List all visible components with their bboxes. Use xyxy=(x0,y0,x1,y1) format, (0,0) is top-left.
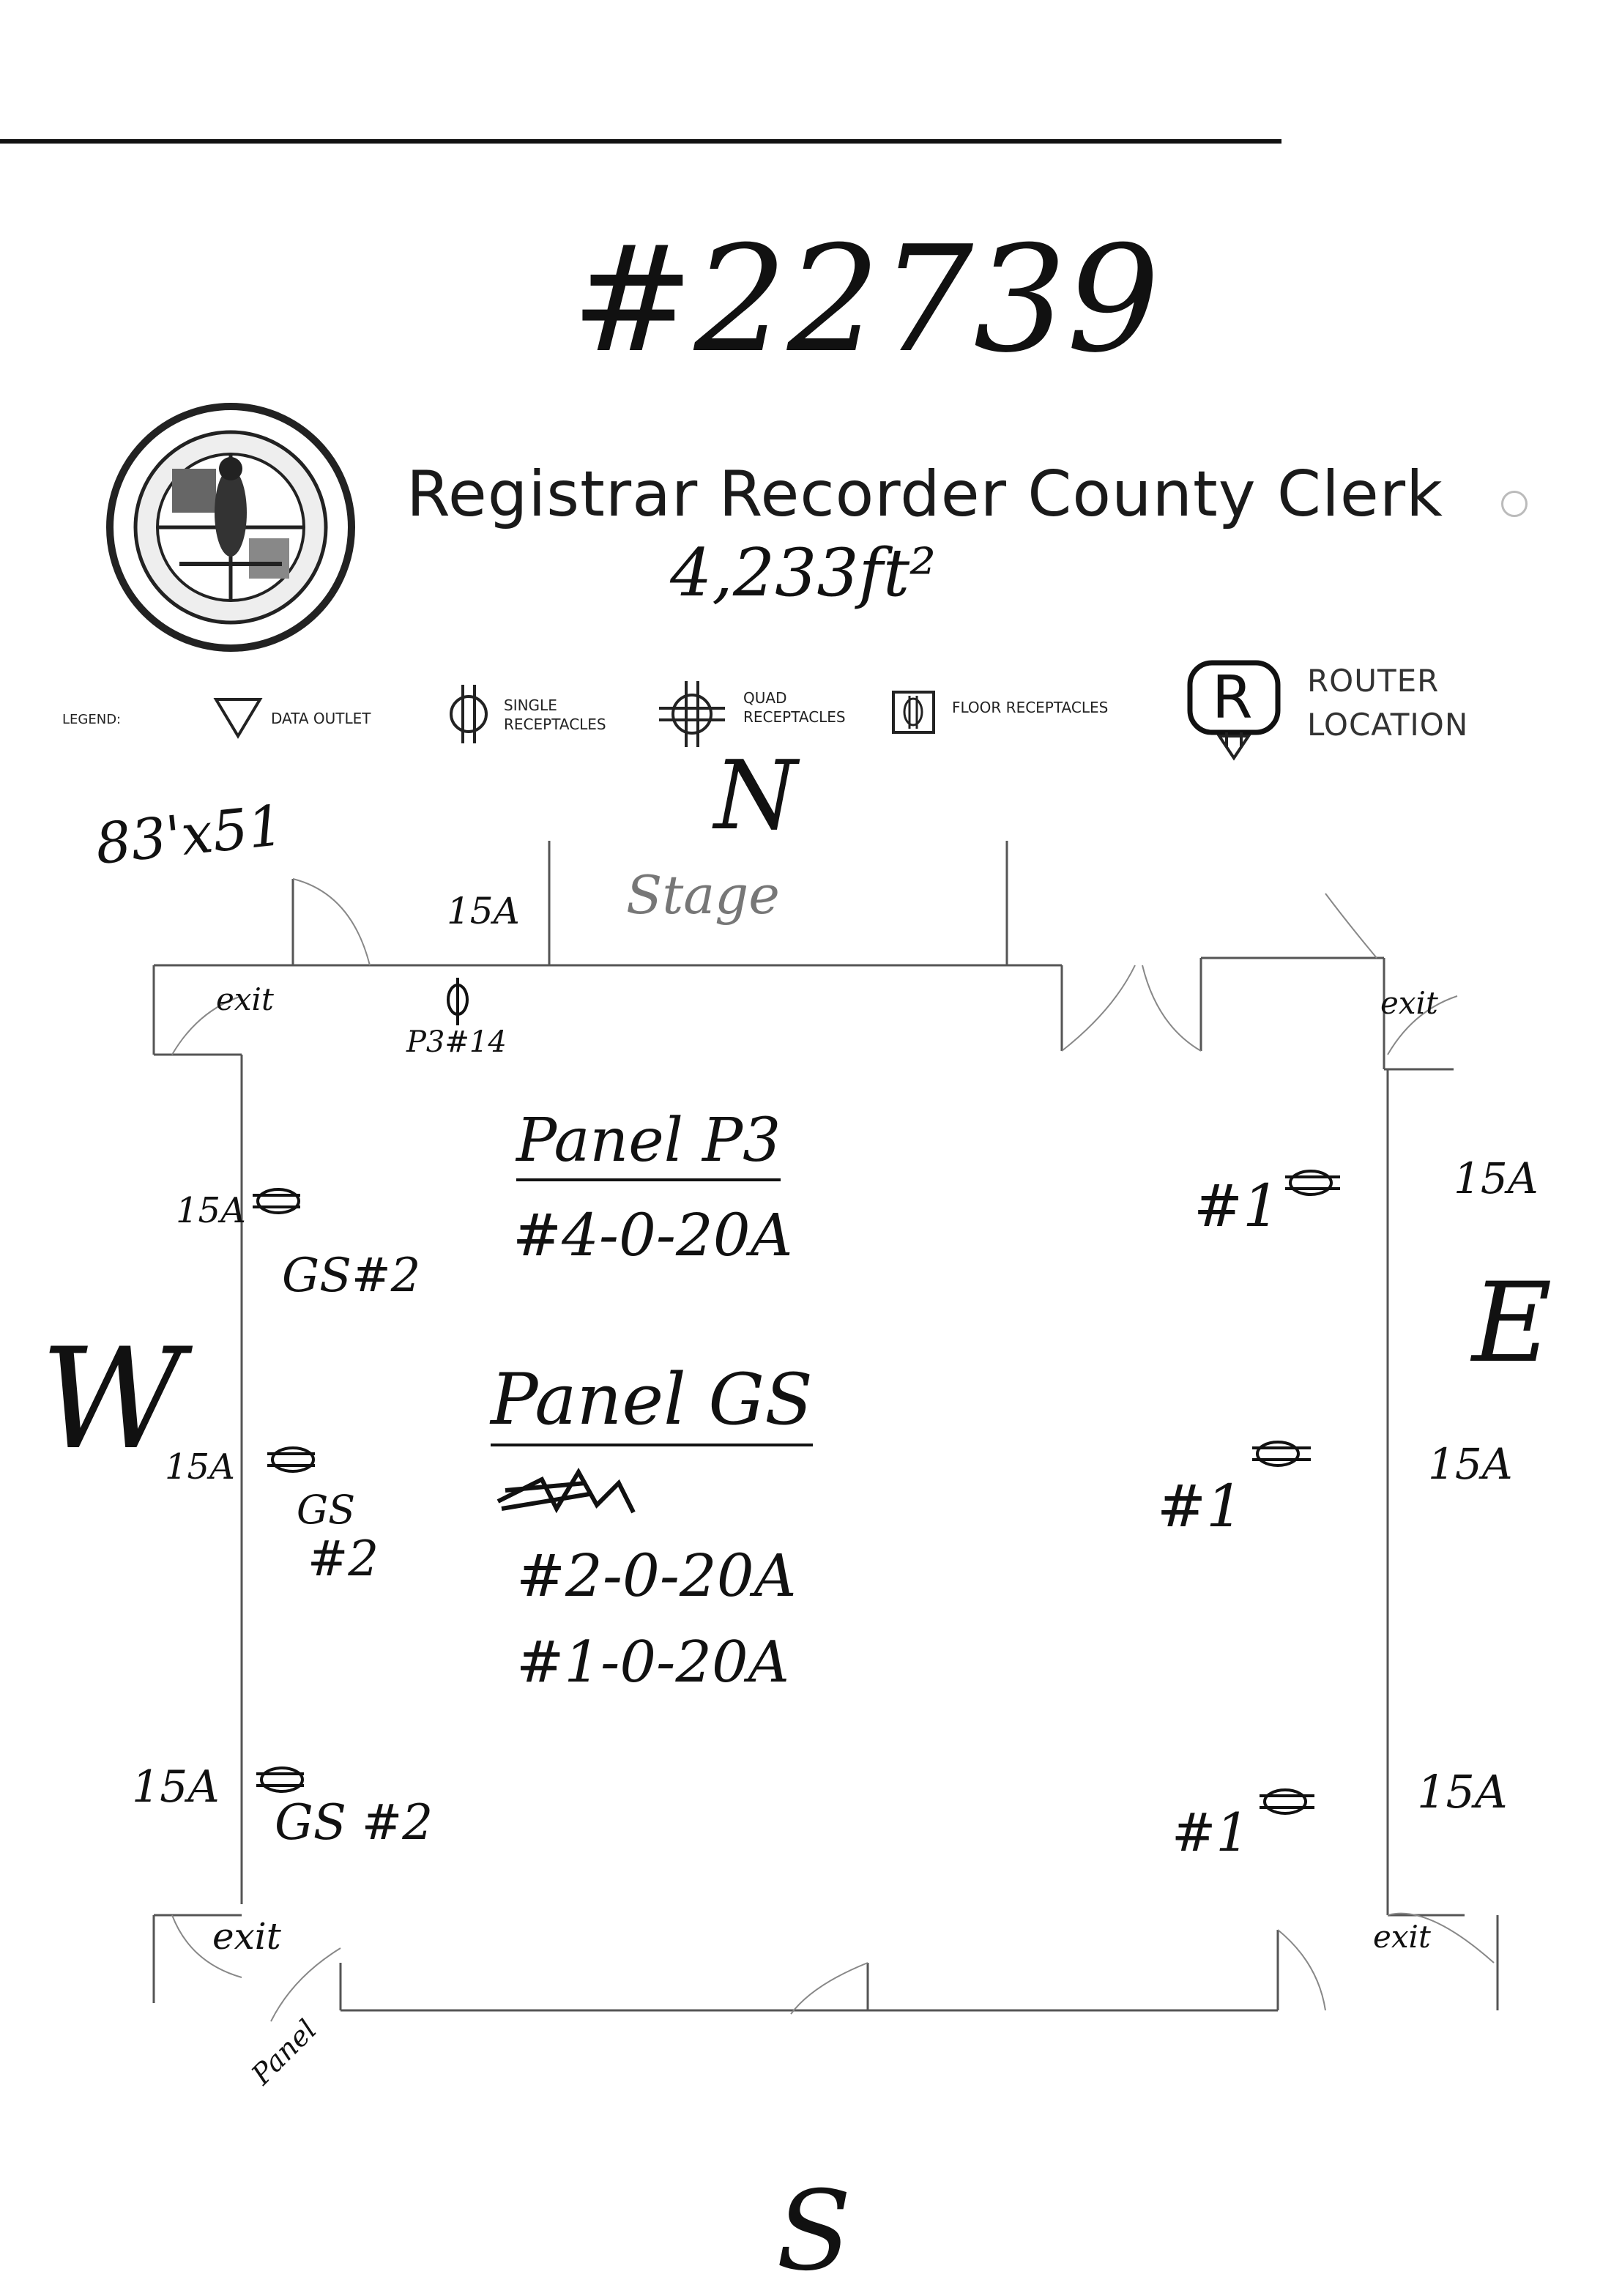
floor-receptacle-icon xyxy=(892,691,935,734)
title-mark-icon xyxy=(1501,491,1528,517)
legend-single-receptacles: SINGLE RECEPTACLES xyxy=(504,696,606,733)
east-outlet-2-circuit: #1 xyxy=(1157,1472,1243,1540)
panel-location-label: Panel xyxy=(245,2013,323,2091)
document-id: #22739 xyxy=(571,215,1160,385)
panel-p3-title: Panel P3 xyxy=(516,1106,781,1181)
single-receptacle-icon xyxy=(450,685,488,743)
west-receptacle-1 xyxy=(253,1188,300,1214)
west-outlet-3-amps: 15A xyxy=(132,1761,220,1813)
exit-label-bottom-left: exit xyxy=(212,1915,281,1958)
compass-south: S xyxy=(776,2168,852,2295)
west-receptacle-2 xyxy=(267,1446,315,1473)
exit-label-bottom-right: exit xyxy=(1373,1919,1431,1955)
east-outlet-1-amps: 15A xyxy=(1454,1153,1539,1203)
west-outlet-2-circuit-b: #2 xyxy=(308,1531,379,1587)
top-receptacle-circuit: P3#14 xyxy=(406,1025,507,1059)
compass-north: N xyxy=(714,740,797,851)
stage-outlet-amps: 15A xyxy=(447,890,520,932)
legend-router-location: ROUTER LOCATION xyxy=(1307,663,1469,743)
compass-east: E xyxy=(1472,1260,1552,1387)
area-label: 4,233ft² xyxy=(670,535,937,612)
west-outlet-1-amps: 15A xyxy=(176,1190,246,1231)
compass-west: W xyxy=(40,1318,184,1480)
east-outlet-2-amps: 15A xyxy=(1428,1439,1513,1489)
west-outlet-3-circuit: GS #2 xyxy=(275,1794,434,1851)
panel-gs-title: Panel GS xyxy=(491,1359,813,1446)
east-receptacle-1 xyxy=(1285,1170,1340,1196)
legend-floor-receptacles: FLOOR RECEPTACLES xyxy=(952,699,1109,716)
quad-receptacle-icon xyxy=(659,681,725,747)
stage-label: Stage xyxy=(626,864,780,926)
west-outlet-1-circuit: GS#2 xyxy=(282,1249,421,1303)
panel-p3-circuit: #4-0-20A xyxy=(513,1201,793,1269)
east-outlet-3-amps: 15A xyxy=(1417,1765,1508,1818)
east-receptacle-2 xyxy=(1252,1441,1311,1467)
room-dimensions: 83'x51 xyxy=(92,792,287,877)
top-border-line xyxy=(0,139,1281,144)
west-outlet-2-circuit-a: GS xyxy=(297,1487,356,1533)
west-receptacle-3 xyxy=(256,1766,304,1793)
legend-quad-receptacles: QUAD RECEPTACLES xyxy=(743,689,846,726)
single-receptacle-top xyxy=(447,978,469,1025)
exit-label-top-left: exit xyxy=(216,981,274,1017)
legend-label: LEGEND: xyxy=(62,712,122,727)
page-title: Registrar Recorder County Clerk xyxy=(406,458,1443,531)
panel-gs-circuit-1: #2-0-20A xyxy=(516,1542,797,1610)
west-outlet-2-amps: 15A xyxy=(165,1446,235,1487)
east-outlet-1-circuit: #1 xyxy=(1194,1172,1280,1240)
panel-gs-circuit-2: #1-0-20A xyxy=(516,1630,789,1695)
exit-label-top-right: exit xyxy=(1380,985,1438,1021)
data-outlet-icon xyxy=(213,698,263,739)
router-letter: R xyxy=(1212,664,1253,732)
legend-data-outlet: DATA OUTLET xyxy=(271,710,371,727)
east-receptacle-3 xyxy=(1260,1788,1314,1815)
east-outlet-3-circuit: #1 xyxy=(1172,1802,1250,1863)
